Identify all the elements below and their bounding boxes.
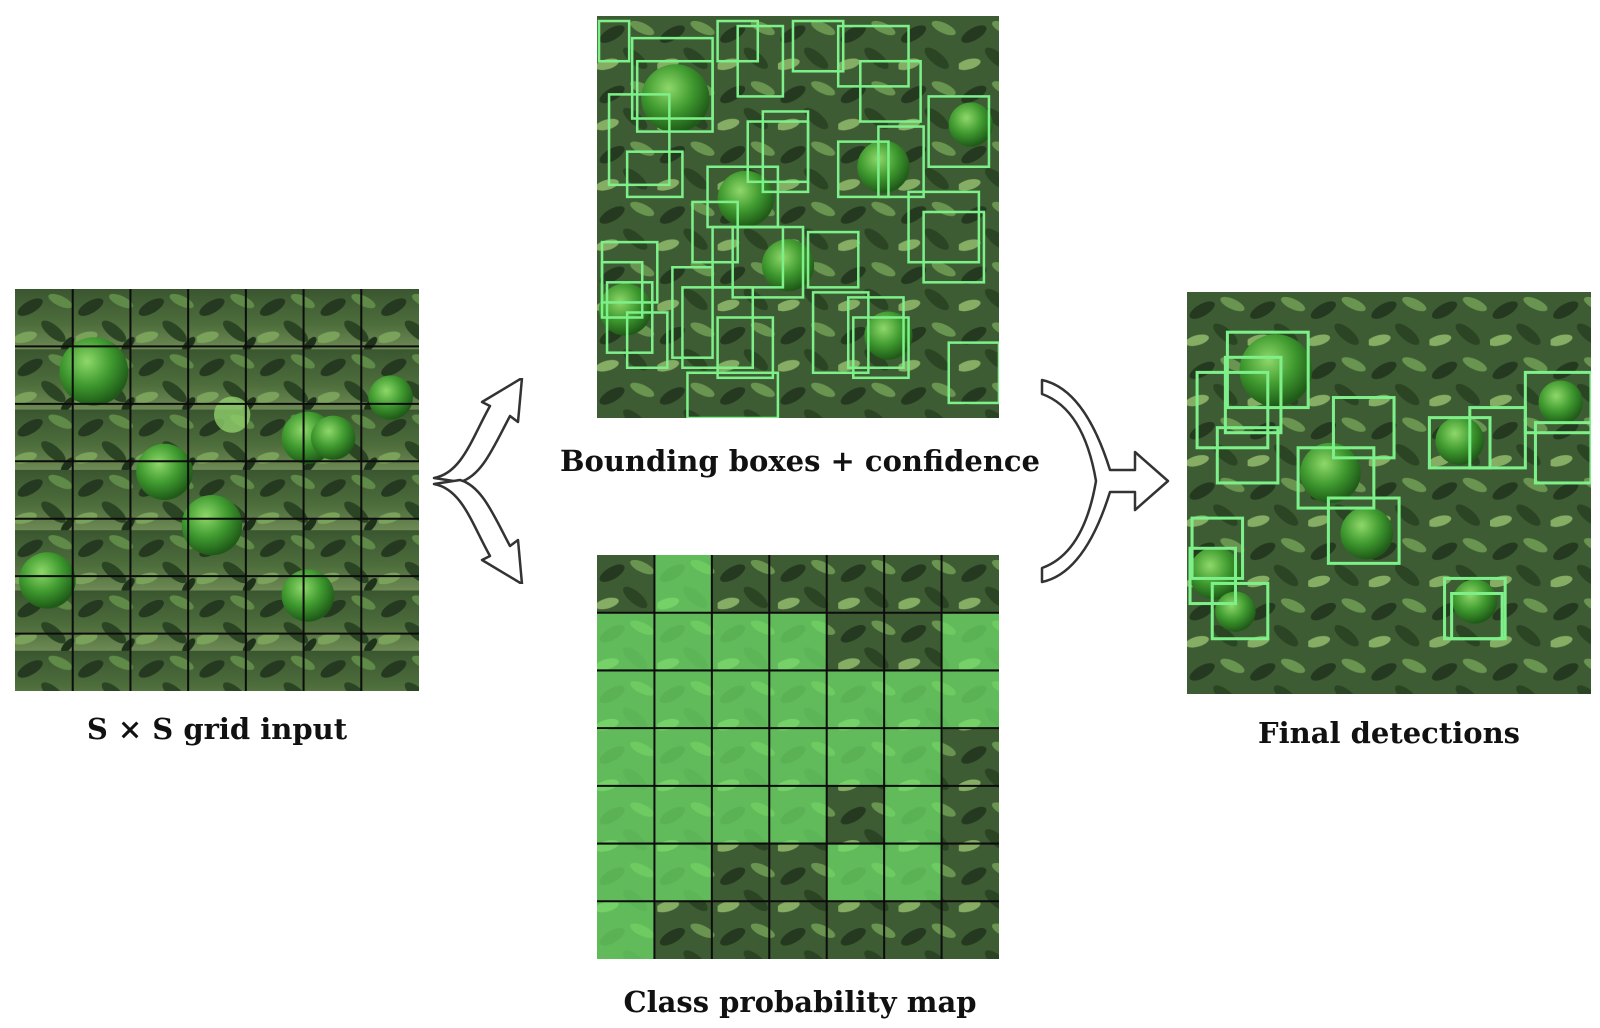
- class-cell: [597, 843, 655, 902]
- grid-input-caption: S × S grid input: [86, 712, 348, 746]
- bounding-box: [947, 341, 999, 405]
- bounding-box: [836, 24, 910, 88]
- grid-input-svg: [15, 289, 419, 691]
- class-cell: [711, 670, 770, 729]
- bounding-box: [1215, 426, 1280, 485]
- class-cell: [654, 670, 712, 729]
- bounding-box: [846, 296, 905, 370]
- bounding-box: [852, 316, 910, 380]
- bounding-box: [761, 110, 810, 194]
- bounding-box: [607, 93, 671, 187]
- bounding-box: [605, 281, 654, 354]
- final-detections-image: [1187, 292, 1591, 694]
- class-cell: [711, 785, 770, 844]
- class-cell: [597, 785, 655, 844]
- fruits: [19, 337, 413, 622]
- bounding-boxes-caption: Bounding boxes + confidence: [559, 444, 1041, 478]
- class-cell: [884, 785, 942, 844]
- class-cell: [654, 785, 712, 844]
- class-cell: [826, 670, 885, 729]
- bounding-box: [806, 230, 860, 289]
- split-arrow-down-icon: [432, 478, 524, 586]
- fruits: [599, 64, 993, 360]
- class-cell: [654, 843, 712, 902]
- grid-lines: [597, 555, 999, 959]
- bounding-box: [731, 225, 805, 299]
- final-detections-svg: [1187, 292, 1591, 694]
- bounding-box: [1450, 591, 1504, 641]
- bounding-box: [1326, 496, 1401, 565]
- class-cell: [769, 612, 827, 671]
- bounding-box: [671, 265, 714, 359]
- bounding-boxes-image: [597, 16, 999, 418]
- bounding-box: [1533, 421, 1591, 485]
- split-arrows: [432, 376, 542, 586]
- bounding-box: [922, 210, 986, 284]
- class-probability-cells: [597, 555, 999, 959]
- bounding-box: [859, 59, 922, 123]
- class-cell: [769, 670, 827, 729]
- bounding-box: [625, 150, 684, 199]
- bounding-boxes-svg: [597, 16, 999, 418]
- class-cell: [654, 728, 712, 786]
- predicted-boxes: [597, 19, 999, 418]
- bounding-box: [836, 140, 890, 199]
- grid-input-image: [15, 289, 419, 691]
- merge-arrow: [1040, 378, 1170, 584]
- class-cell: [769, 785, 827, 844]
- bounding-box: [1331, 396, 1396, 460]
- grid-lines: [15, 289, 419, 691]
- merge-arrow-svg: [1040, 378, 1170, 584]
- class-cell: [654, 555, 712, 613]
- class-probability-map-svg: [597, 555, 999, 959]
- bounding-box: [1210, 581, 1270, 641]
- fruits: [1189, 334, 1583, 632]
- split-arrow-up-icon: [432, 376, 524, 484]
- class-cell: [711, 612, 770, 671]
- bounding-box: [1523, 370, 1591, 435]
- bounding-box: [635, 59, 714, 133]
- bounding-box: [600, 260, 644, 319]
- bounding-box: [716, 19, 760, 63]
- bounding-box: [1223, 355, 1283, 435]
- bounding-box: [907, 190, 981, 264]
- bounding-box: [716, 316, 775, 380]
- class-cell: [769, 728, 827, 786]
- class-cell: [597, 612, 655, 671]
- class-cell: [654, 612, 712, 671]
- class-cell: [597, 670, 655, 729]
- class-probability-map-caption: Class probability map: [623, 985, 977, 1019]
- bounding-box: [877, 125, 925, 199]
- split-arrows-svg: [432, 376, 524, 586]
- class-cell: [884, 670, 942, 729]
- class-cell: [826, 843, 885, 902]
- bounding-box: [1427, 416, 1492, 470]
- bounding-box: [927, 95, 991, 169]
- bounding-box: [597, 19, 631, 63]
- bounding-box: [625, 311, 669, 370]
- class-cell: [597, 901, 655, 959]
- class-cell: [941, 612, 999, 671]
- final-detections-caption: Final detections: [1258, 716, 1520, 750]
- merge-arrow-icon: [1040, 378, 1170, 584]
- bounding-box: [811, 291, 870, 375]
- class-cell: [884, 728, 942, 786]
- class-cell: [826, 728, 885, 786]
- bounding-box: [1468, 406, 1527, 470]
- final-boxes: [1188, 330, 1591, 641]
- bounding-box: [691, 200, 739, 264]
- bounding-box: [1195, 370, 1270, 450]
- class-cell: [884, 843, 942, 902]
- bounding-box: [791, 19, 845, 73]
- class-probability-map-image: [597, 555, 999, 959]
- class-cell: [941, 670, 999, 729]
- class-cell: [711, 728, 770, 786]
- class-cell: [597, 728, 655, 786]
- bounding-box: [1296, 446, 1376, 510]
